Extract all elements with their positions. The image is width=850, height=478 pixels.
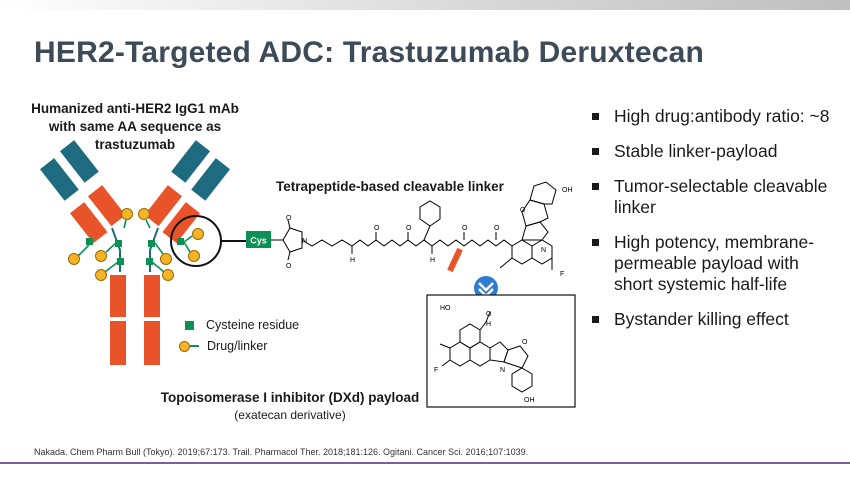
atom-label: O <box>406 225 412 232</box>
chevron-down-icon <box>474 276 498 300</box>
cysteine-mark <box>146 258 153 265</box>
antibody-label-line-3: trastuzumab <box>94 137 176 152</box>
cleavage-site <box>447 247 463 273</box>
atom-label: N <box>302 238 307 245</box>
legend-cysteine-label: Cysteine residue <box>206 318 300 332</box>
linker-label: Tetrapeptide-based cleavable linker <box>276 179 504 194</box>
drug-dot <box>68 253 80 265</box>
payload-label: Topoisomerase I inhibitor (DXd) payload <box>160 390 420 405</box>
cysteine-mark <box>86 238 93 245</box>
light-chain-right-upper <box>191 158 231 201</box>
bullet-item: Bystander killing effect <box>586 309 836 330</box>
atom-label: OH <box>524 397 535 404</box>
cys-tag <box>246 231 271 248</box>
bullet-text: Stable linker-payload <box>614 141 778 161</box>
slide-title: HER2-Targeted ADC: Trastuzumab Deruxteca… <box>34 36 705 69</box>
drug-dot <box>121 208 133 220</box>
bullet-square-icon <box>592 113 599 120</box>
atom-label: OH <box>562 187 573 194</box>
footnote-references: Nakada. Chem Pharm Bull (Tokyo). 2019;67… <box>34 447 529 457</box>
cysteine-mark <box>177 238 184 245</box>
legend-druglinker-label: Drug/linker <box>207 339 268 353</box>
cysteine-mark <box>117 258 124 265</box>
atom-label: O <box>494 225 500 232</box>
heavy-chain-left-lower <box>87 185 126 227</box>
atom-label: H <box>486 321 491 328</box>
payload-structure-box <box>426 294 576 408</box>
atom-label: O <box>522 339 528 346</box>
atom-label: O <box>486 311 492 318</box>
atom-label: O <box>520 207 526 214</box>
heavy-chain-right-upper <box>171 140 211 183</box>
antibody-label-line-2: with same AA sequence as <box>48 119 222 134</box>
bullet-text: High potency, membrane-permeable payload… <box>614 232 815 294</box>
cysteine-mark <box>115 240 122 247</box>
antibody-diagram <box>39 140 246 365</box>
atom-label: F <box>560 271 564 278</box>
drug-dot <box>188 250 200 262</box>
bottom-divider <box>0 462 850 464</box>
atom-label: O <box>462 225 468 232</box>
legend-cysteine: Cysteine residue <box>185 318 299 332</box>
bullet-text: High drug:antibody ratio: ~8 <box>614 106 830 126</box>
cys-tag-label: Cys <box>250 236 267 246</box>
drug-dot <box>160 253 172 265</box>
feature-bullets: High drug:antibody ratio: ~8 Stable link… <box>586 106 836 344</box>
drug-dot <box>138 208 150 220</box>
atom-label: O <box>286 263 292 270</box>
heavy-chain-right-lower <box>144 185 183 227</box>
atom-label: N <box>541 247 546 254</box>
fc-left-upper <box>110 275 126 317</box>
atom-label: HO <box>440 305 451 312</box>
bullet-square-icon <box>592 148 599 155</box>
bullet-square-icon <box>592 316 599 323</box>
bullet-text: Tumor-selectable cleavable linker <box>614 176 828 217</box>
light-chain-left-lower <box>69 202 108 244</box>
bullet-square-icon <box>592 239 599 246</box>
atom-label: H <box>350 257 355 264</box>
atom-label: O <box>374 225 380 232</box>
top-band <box>0 0 850 10</box>
drug-dot <box>95 250 107 262</box>
antibody-label: Humanized anti-HER2 IgG1 mAb with same A… <box>6 100 264 154</box>
legend-druglinker: Drug/linker <box>179 339 267 353</box>
atom-label: N <box>500 367 505 374</box>
cysteine-legend-icon <box>185 320 194 330</box>
atom-label: F <box>434 367 438 374</box>
drug-dot <box>192 228 204 240</box>
atom-label: O <box>286 215 292 222</box>
payload-sublabel: (exatecan derivative) <box>234 408 346 422</box>
bullet-item: High potency, membrane-permeable payload… <box>586 232 836 295</box>
fc-left-lower <box>110 321 126 365</box>
bullet-text: Bystander killing effect <box>614 309 789 329</box>
bullet-item: Stable linker-payload <box>586 141 836 162</box>
cysteine-mark <box>148 240 155 247</box>
antibody-label-line-1: Humanized anti-HER2 IgG1 mAb <box>31 101 239 116</box>
drug-linker-legend-icon <box>179 340 199 352</box>
linker-structure <box>271 181 557 270</box>
bullet-item: High drug:antibody ratio: ~8 <box>586 106 836 127</box>
drug-dot <box>162 269 174 281</box>
fc-right-lower <box>144 321 160 365</box>
fc-right-upper <box>144 275 160 317</box>
atom-label: H <box>430 257 435 264</box>
bullet-item: Tumor-selectable cleavable linker <box>586 176 836 218</box>
drug-dot <box>95 269 107 281</box>
light-chain-left-upper <box>39 158 79 201</box>
heavy-chain-left-upper <box>59 140 99 183</box>
bullet-square-icon <box>592 183 599 190</box>
payload-structure <box>439 311 533 393</box>
